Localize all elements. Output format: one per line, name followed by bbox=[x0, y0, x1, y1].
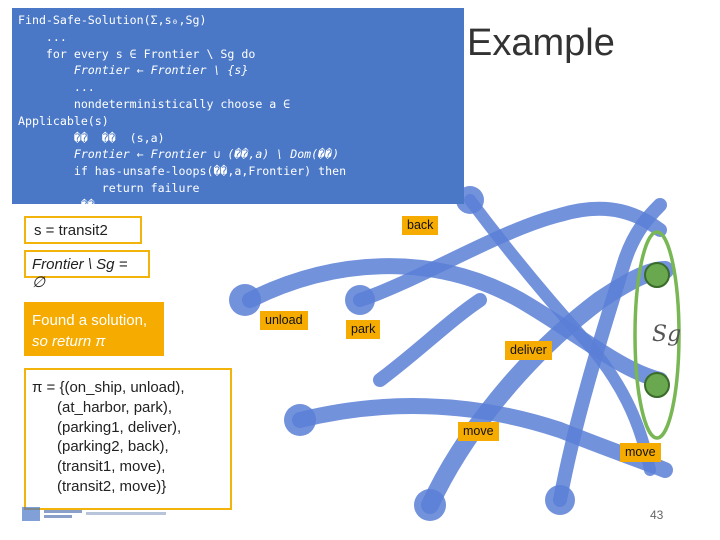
policy-line: (transit1, move), bbox=[32, 458, 166, 476]
goal-node-top bbox=[644, 262, 670, 288]
code-line: ... �� bbox=[18, 197, 458, 204]
code-line: Find-Safe-Solution(Σ,s₀,Sg) bbox=[18, 13, 207, 27]
action-label-move: move bbox=[458, 422, 499, 441]
found-line: Found a solution, bbox=[32, 312, 148, 329]
graph-node bbox=[229, 284, 261, 316]
goal-set-label: Sg bbox=[652, 322, 682, 347]
graph-node bbox=[545, 485, 575, 515]
action-label-park: park bbox=[346, 320, 381, 339]
goal-node-bottom bbox=[644, 372, 670, 398]
algorithm-code-box: Find-Safe-Solution(Σ,s₀,Sg) ... for ever… bbox=[12, 8, 464, 204]
graph-node bbox=[345, 285, 375, 315]
graph-edge bbox=[421, 261, 674, 514]
graph-edge bbox=[464, 194, 656, 476]
action-label-deliver: deliver bbox=[505, 341, 552, 360]
code-line: Applicable(s) bbox=[18, 113, 109, 128]
policy-line: (transit2, move)} bbox=[32, 477, 167, 495]
code-line: return failure bbox=[18, 180, 200, 195]
code-line: ... bbox=[18, 80, 95, 95]
graph-nodes bbox=[229, 186, 575, 521]
action-label-unload: unload bbox=[260, 311, 308, 330]
graph-node bbox=[414, 489, 446, 521]
code-line: Frontier ← Frontier ∪ (��,a) \ Dom(��) bbox=[18, 147, 340, 162]
policy-line: (at_harbor, park), bbox=[32, 398, 173, 416]
code-line: ... bbox=[18, 29, 67, 44]
action-label-move: move bbox=[620, 443, 661, 462]
graph-edge bbox=[373, 293, 487, 387]
graph-edges bbox=[242, 194, 674, 514]
goal-set-ring bbox=[633, 230, 681, 440]
code-line: for every s ∈ Frontier \ Sg do bbox=[18, 46, 256, 61]
code-line: nondeterministically choose a ∈ bbox=[18, 96, 291, 111]
current-state-box: s = transit2 bbox=[24, 216, 142, 244]
policy-line: π = {(on_ship, unload), bbox=[32, 379, 185, 396]
action-label-back: back bbox=[402, 216, 439, 235]
slide-title: Example bbox=[467, 22, 615, 64]
code-line: Frontier ← Frontier \ {s} bbox=[18, 63, 249, 78]
frontier-box: Frontier \ Sg = ∅ bbox=[24, 250, 150, 291]
code-line: �� �� (s,a) bbox=[18, 130, 165, 145]
policy-line: (parking1, deliver), bbox=[32, 418, 182, 436]
page-number: 43 bbox=[650, 508, 664, 522]
graph-edge bbox=[553, 198, 667, 507]
graph-edge bbox=[242, 258, 668, 388]
found-line: so return π bbox=[32, 333, 106, 350]
code-line: if has-unsafe-loops(��,a,Frontier) then bbox=[18, 164, 347, 179]
graph-node bbox=[284, 404, 316, 436]
university-logo bbox=[22, 507, 166, 521]
graph-edge bbox=[353, 201, 667, 307]
found-solution-box: Found a solution, so return π bbox=[24, 302, 164, 356]
policy-line: (parking2, back), bbox=[32, 438, 169, 456]
policy-box: π = {(on_ship, unload), (at_harbor, park… bbox=[24, 368, 232, 510]
